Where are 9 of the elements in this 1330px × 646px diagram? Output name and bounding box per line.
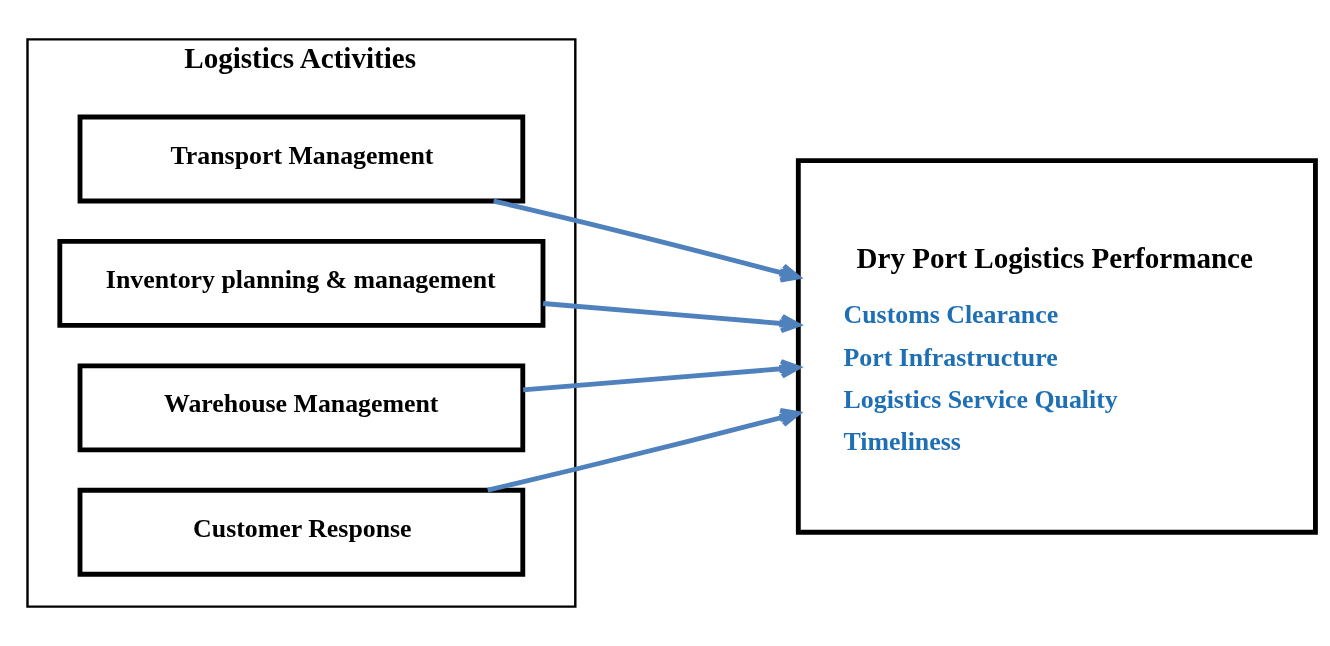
node-box: Warehouse Management — [77, 363, 526, 453]
arrow — [487, 408, 801, 493]
node-box: Dry Port Logistics Performance Customs Clearance Port Infrastructure Logistics Service Quality Timeliness — [795, 158, 1318, 535]
arrow — [542, 301, 801, 334]
arrow — [493, 198, 801, 283]
node-box: Inventory planning & management — [57, 238, 546, 328]
node-box: Transport Management — [77, 114, 526, 204]
arrow — [522, 359, 801, 393]
node-box: Customer Response — [77, 487, 526, 577]
